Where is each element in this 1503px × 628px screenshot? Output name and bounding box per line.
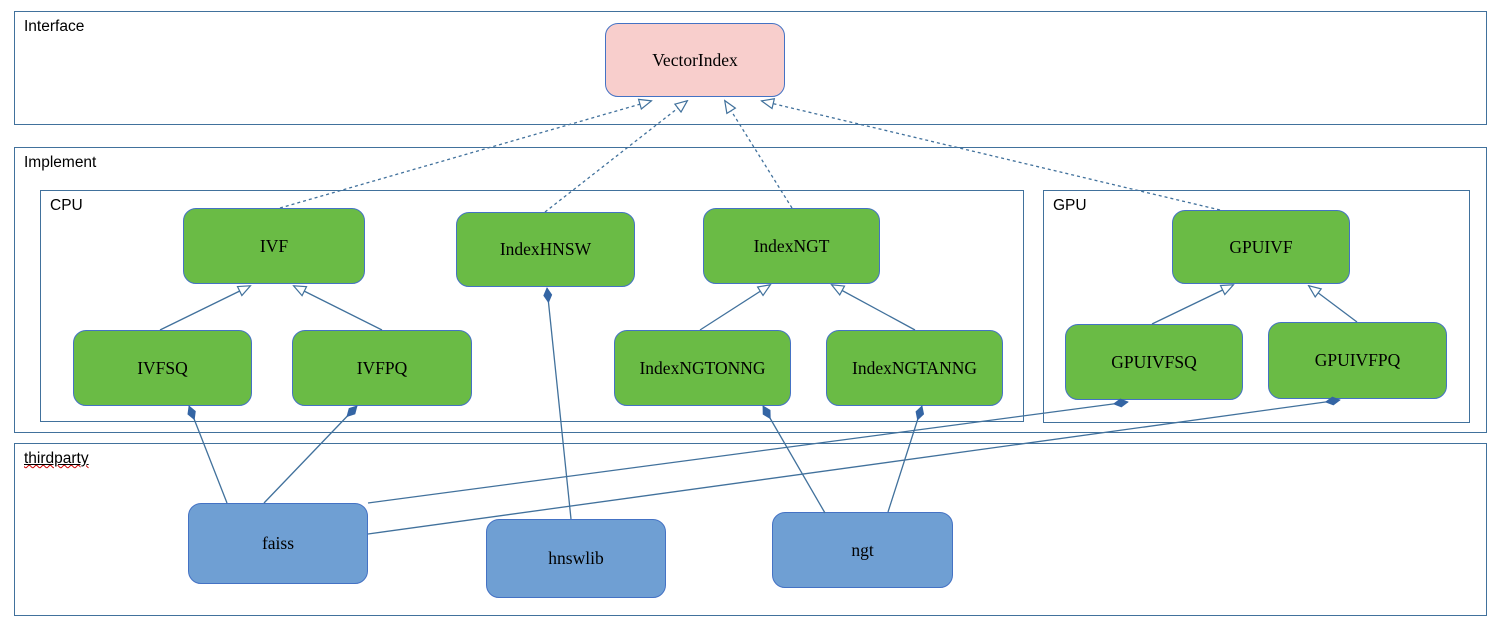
node-gpuivf: GPUIVF xyxy=(1172,210,1350,284)
node-indexngt: IndexNGT xyxy=(703,208,880,284)
node-ivf: IVF xyxy=(183,208,365,284)
node-indexngtanng-label: IndexNGTANNG xyxy=(852,357,977,378)
node-vectorindex: VectorIndex xyxy=(605,23,785,97)
node-gpuivfpq: GPUIVFPQ xyxy=(1268,322,1447,399)
node-gpuivfsq: GPUIVFSQ xyxy=(1065,324,1243,400)
container-interface-label: Interface xyxy=(24,18,85,35)
node-ivfsq: IVFSQ xyxy=(73,330,252,406)
node-vectorindex-label: VectorIndex xyxy=(652,49,738,70)
container-implement-label: Implement xyxy=(24,154,97,171)
node-indexhnsw: IndexHNSW xyxy=(456,212,635,287)
node-ivfpq: IVFPQ xyxy=(292,330,472,406)
node-gpuivf-label: GPUIVF xyxy=(1229,236,1293,257)
node-faiss: faiss xyxy=(188,503,368,584)
node-gpuivfpq-label: GPUIVFPQ xyxy=(1314,350,1401,370)
node-indexhnsw-label: IndexHNSW xyxy=(499,239,592,259)
node-ngt: ngt xyxy=(772,512,953,588)
node-ivfpq-label: IVFPQ xyxy=(356,357,408,378)
node-hnswlib: hnswlib xyxy=(486,519,666,598)
node-ngt-label: ngt xyxy=(851,539,874,560)
node-indexngtonng: IndexNGTONNG xyxy=(614,330,791,406)
node-indexngtonng-label: IndexNGTONNG xyxy=(639,357,766,378)
node-ivfsq-label: IVFSQ xyxy=(137,357,188,378)
container-thirdparty-label: thirdparty xyxy=(24,450,89,467)
container-gpu-label: GPU xyxy=(1053,197,1087,214)
node-gpuivfsq-label: GPUIVFSQ xyxy=(1111,351,1197,372)
node-ivf-label: IVF xyxy=(259,235,289,256)
container-cpu-label: CPU xyxy=(50,197,83,214)
node-indexngt-label: IndexNGT xyxy=(753,235,830,256)
node-indexngtanng: IndexNGTANNG xyxy=(826,330,1003,406)
node-hnswlib-label: hnswlib xyxy=(548,548,604,568)
node-faiss-label: faiss xyxy=(261,533,295,553)
